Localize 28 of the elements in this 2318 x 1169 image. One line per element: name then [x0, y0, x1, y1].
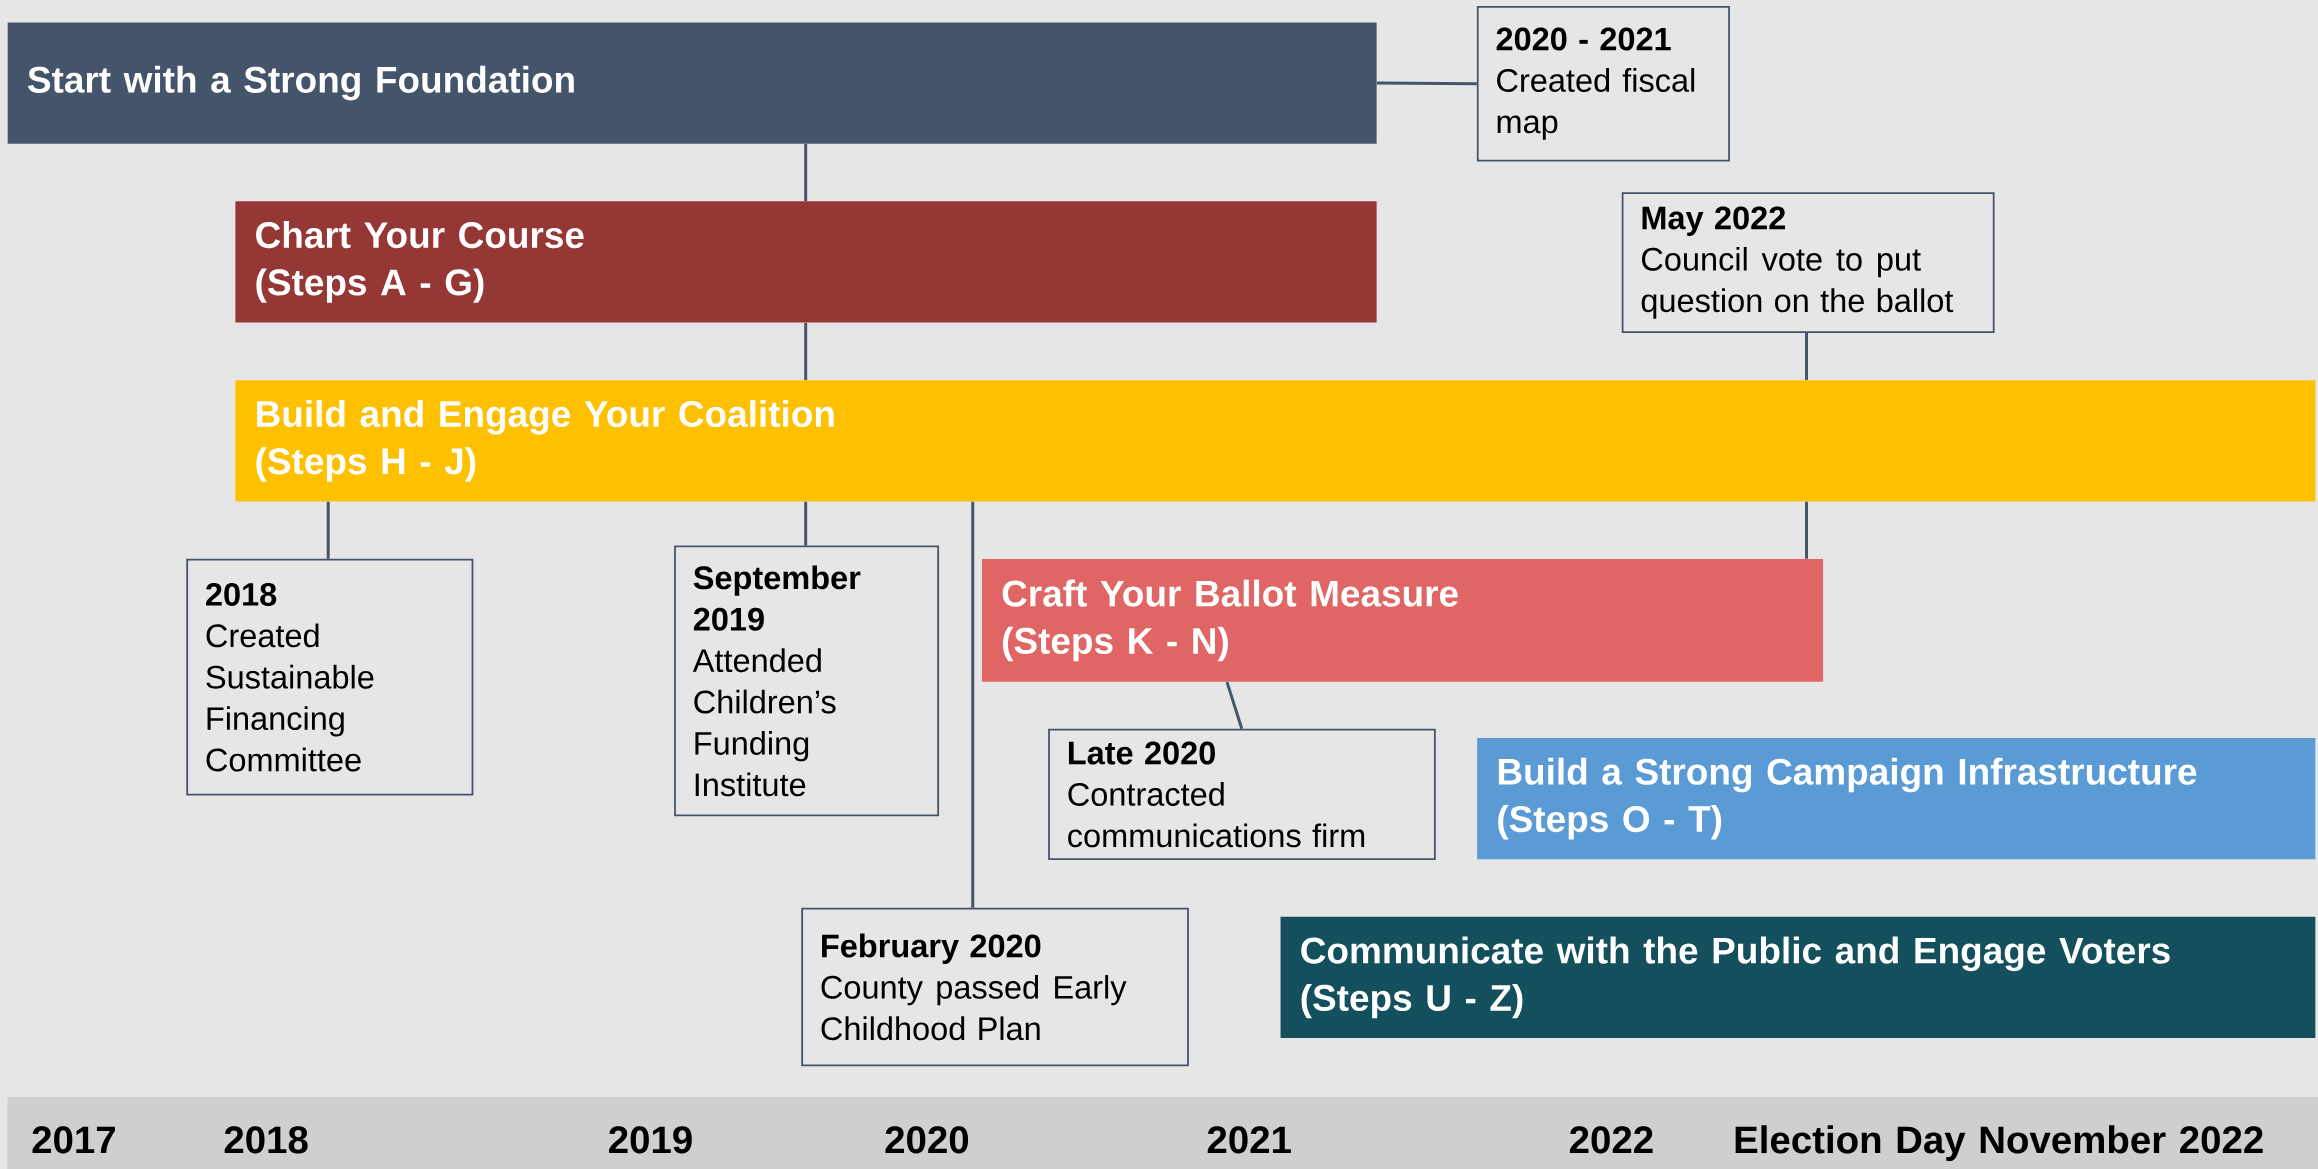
year-label: Election Day November 2022 [1735, 1125, 2263, 1161]
connector-line [804, 501, 808, 546]
timeline-bar: Craft Your Ballot Measure (Steps K - N) [981, 558, 1824, 682]
connector-line [1805, 332, 1808, 380]
connector-line [804, 143, 808, 201]
year-label: 2019 [609, 1126, 692, 1154]
timeline-bar: Build and Engage Your Coalition (Steps H - J) [235, 380, 2316, 502]
connector-line [326, 501, 330, 559]
year-label: 2021 [1207, 1126, 1291, 1154]
milestone-box: September 2019 Attended Children’s Funding Institute [674, 545, 940, 817]
connector-line [971, 501, 975, 908]
milestone-box: May 2022 Council vote to put question on the ballot [1621, 192, 1995, 333]
connector-line [804, 322, 808, 380]
timeline-bar: Communicate with the Public and Engage Voters (Steps U - Z) [1280, 916, 2316, 1038]
year-label: 2020 [885, 1126, 969, 1154]
year-label: 2017 [32, 1126, 115, 1154]
year-label: 2022 [1569, 1126, 1653, 1154]
timeline-bar: Build a Strong Campaign Infrastructure (Steps O - T) [1477, 737, 2316, 860]
connector-line [1225, 681, 1244, 730]
milestone-box: 2020 - 2021 Created fiscal map [1476, 5, 1730, 162]
timeline-bar: Start with a Strong Foundation [7, 22, 1377, 144]
connector-line [1805, 501, 1808, 559]
timeline-bar: Chart Your Course (Steps A - G) [235, 201, 1377, 323]
milestone-box: February 2020 County passed Early Childhood Plan [801, 907, 1189, 1066]
milestone-box: 2018 Created Sustainable Financing Committee [186, 558, 474, 796]
year-label: 2018 [224, 1126, 308, 1154]
milestone-box: Late 2020 Contracted communications firm [1048, 728, 1436, 860]
connector-line [1376, 81, 1477, 85]
